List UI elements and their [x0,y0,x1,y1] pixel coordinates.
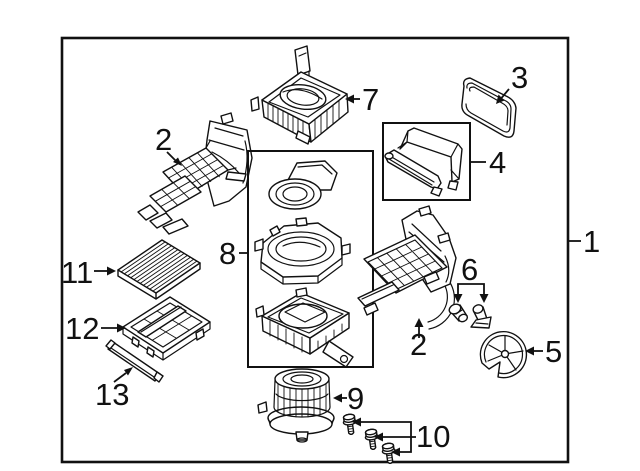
diagram-frame [60,36,570,464]
part-2-left-duct [137,112,253,235]
callout-13: 13 [95,367,133,412]
part-8-lower-case [255,287,354,368]
callout-label-9: 9 [347,381,364,416]
callout-5: 5 [525,334,562,369]
callout-label-3: 3 [511,60,528,95]
arrowhead-9 [333,393,342,403]
callout-label-2-left: 2 [155,122,172,157]
arrowhead-10-a [352,417,361,427]
callout-3: 3 [496,60,528,104]
callout-9: 9 [333,381,364,416]
leader-line-10 [360,421,416,453]
callout-label-10: 10 [416,419,450,454]
callout-label-4: 4 [489,145,506,180]
callout-7: 7 [345,82,379,117]
callout-1: 1 [568,224,600,259]
callout-2-left: 2 [155,122,182,166]
callout-label-1: 1 [583,224,600,259]
callout-label-6: 6 [461,252,478,287]
arrowhead-6-right [479,294,489,303]
part-8-scroll-cover [268,160,338,210]
arrowhead-10-c [391,447,400,457]
arrowhead-2-right [414,318,424,327]
part-12-filter-tray [122,296,211,361]
callout-4: 4 [470,145,506,180]
leader-line-2-left [166,151,177,162]
part-7-intake-case [250,45,349,145]
arrowhead-10-b [374,432,383,442]
part-3-seal [461,77,517,138]
arrowhead-7 [345,94,354,104]
arrowhead-6-left [453,294,463,303]
screw-2 [363,427,381,451]
callout-2-right: 2 [410,318,427,362]
callout-label-11: 11 [61,255,93,290]
callout-12: 12 [65,311,126,346]
callout-label-12: 12 [65,311,99,346]
arrowhead-3 [496,94,505,104]
callout-11: 11 [61,255,116,290]
callout-label-2-right: 2 [410,327,427,362]
part-5-motor-cover [479,330,528,379]
screw-1 [341,412,359,436]
part-11-cabin-filter [117,239,201,300]
arrowhead-11 [107,266,116,276]
part-13-cover-strip [105,339,164,383]
leader-line-6 [457,283,485,296]
callout-8: 8 [219,236,248,271]
part-4-seal-strips [384,127,463,197]
callout-10: 10 [352,417,450,457]
callout-label-5: 5 [545,334,562,369]
arrowhead-5 [525,346,534,356]
part-9-blower-motor [257,368,335,443]
part-2-right-duct [357,205,457,330]
callout-label-7: 7 [362,82,379,117]
arrowhead-12 [117,323,126,333]
callout-label-13: 13 [95,377,129,412]
leader-line-13 [113,372,127,383]
callout-label-8: 8 [219,236,236,271]
arrowhead-13 [124,367,133,376]
part-6-clips [448,303,492,329]
part-8-upper-case [254,217,351,285]
arrowhead-2-left [173,157,182,166]
callout-6: 6 [453,252,489,303]
